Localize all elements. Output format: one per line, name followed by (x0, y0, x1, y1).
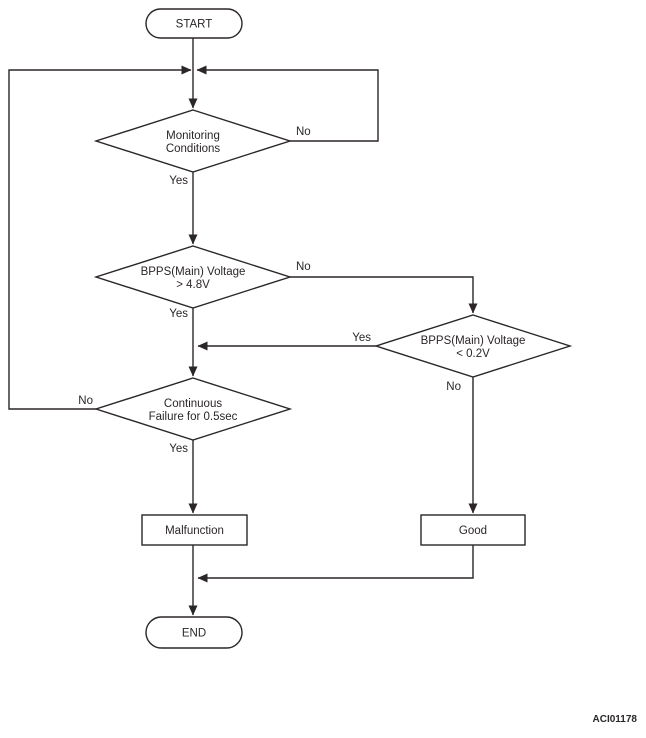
node-decision-bpps-high: BPPS(Main) Voltage > 4.8V (93, 245, 293, 309)
continuous-label-line2: Failure for 0.5sec (149, 411, 238, 423)
node-decision-bpps-low: BPPS(Main) Voltage < 0.2V (373, 314, 573, 378)
edge-label-bpps-high-no: No (296, 261, 311, 273)
end-terminal-shape (145, 616, 243, 649)
node-decision-monitoring: Monitoring Conditions (93, 109, 293, 173)
edge-bpps-high-no (290, 276, 478, 314)
bpps-low-diamond-shape (373, 314, 573, 378)
edge-label-bpps-low-no: No (446, 381, 461, 393)
continuous-diamond-shape (93, 377, 293, 441)
bpps-high-diamond-shape (93, 245, 293, 309)
figure-code: ACI01178 (593, 714, 638, 725)
bpps-high-label-line1: BPPS(Main) Voltage (141, 266, 246, 278)
start-terminal-shape (145, 8, 243, 39)
start-label: START (176, 19, 213, 31)
edge-good-merge (197, 545, 474, 583)
continuous-label-line1: Continuous (164, 398, 222, 410)
malfunction-box-shape (141, 514, 248, 546)
end-label: END (182, 628, 206, 640)
edge-monitoring-no-return (196, 65, 379, 142)
edge-continuous-no-return (8, 65, 192, 410)
edge-label-monitoring-no: No (296, 126, 311, 138)
good-box-shape (420, 514, 526, 546)
node-end: END (145, 616, 243, 649)
bpps-high-label-line2: > 4.8V (176, 279, 210, 291)
monitoring-label-line1: Monitoring (166, 130, 220, 142)
bpps-low-label-line1: BPPS(Main) Voltage (421, 335, 526, 347)
bpps-low-label-line2: < 0.2V (456, 348, 490, 360)
node-decision-continuous: Continuous Failure for 0.5sec (93, 377, 293, 441)
edge-label-monitoring-yes: Yes (169, 175, 188, 187)
edge-label-bpps-low-yes: Yes (352, 332, 371, 344)
node-start: START (145, 8, 243, 39)
node-malfunction: Malfunction (141, 514, 248, 546)
malfunction-label: Malfunction (165, 525, 224, 537)
edge-label-continuous-yes: Yes (169, 443, 188, 455)
edge-label-bpps-high-yes: Yes (169, 308, 188, 320)
monitoring-diamond-shape (93, 109, 293, 173)
good-label: Good (459, 525, 487, 537)
node-good: Good (420, 514, 526, 546)
edge-label-continuous-no: No (78, 395, 93, 407)
monitoring-label-line2: Conditions (166, 143, 221, 155)
